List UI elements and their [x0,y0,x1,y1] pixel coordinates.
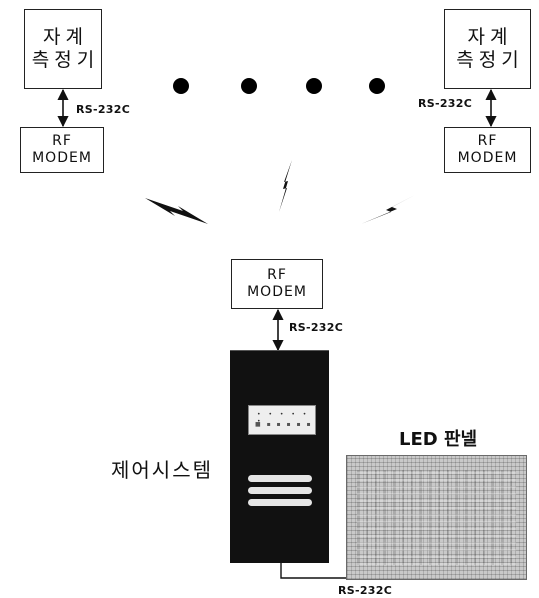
vent-slot [248,487,312,494]
control-system-device-icon: • • • • • • ■ ▪ ▪ ▪ ▪ ▪ [230,350,329,563]
center-rs232c-label: RS-232C [289,321,343,334]
vent-slot [248,475,312,482]
right-lightning-icon [361,195,415,224]
center-lightning-icon [279,160,292,212]
left-rf-modem-box: RF MODEM [20,127,104,173]
right-magnetic-meter-box: 자계 측정기 [444,9,531,89]
bottom-rs232c-label: RS-232C [338,584,392,597]
led-panel-label: LED 판넬 [399,425,477,451]
led-panel-matrix [357,470,516,565]
led-panel-device-icon [346,455,527,580]
led-indicators-icon: ■ ▪ ▪ ▪ ▪ ▪ [255,421,313,428]
vent-slot [248,499,312,506]
right-meter-label: 자계 측정기 [451,26,523,72]
left-magnetic-meter-box: 자계 측정기 [24,9,102,89]
ellipsis-dots-icon [173,78,385,94]
right-rf-modem-box: RF MODEM [444,127,531,173]
left-modem-label: RF MODEM [32,133,92,167]
left-rs232c-label: RS-232C [76,103,130,116]
right-rs232c-label: RS-232C [418,97,472,110]
dot-icon [241,78,257,94]
left-meter-label: 자계 측정기 [27,26,99,72]
center-modem-label: RF MODEM [247,267,307,301]
control-system-label: 제어시스템 [111,454,213,483]
dot-icon [173,78,189,94]
center-rf-modem-box: RF MODEM [231,259,323,309]
right-modem-label: RF MODEM [458,133,518,167]
dot-icon [306,78,322,94]
left-lightning-icon [145,198,208,224]
device-display-panel: • • • • • • ■ ▪ ▪ ▪ ▪ ▪ [248,405,316,435]
dot-icon [369,78,385,94]
